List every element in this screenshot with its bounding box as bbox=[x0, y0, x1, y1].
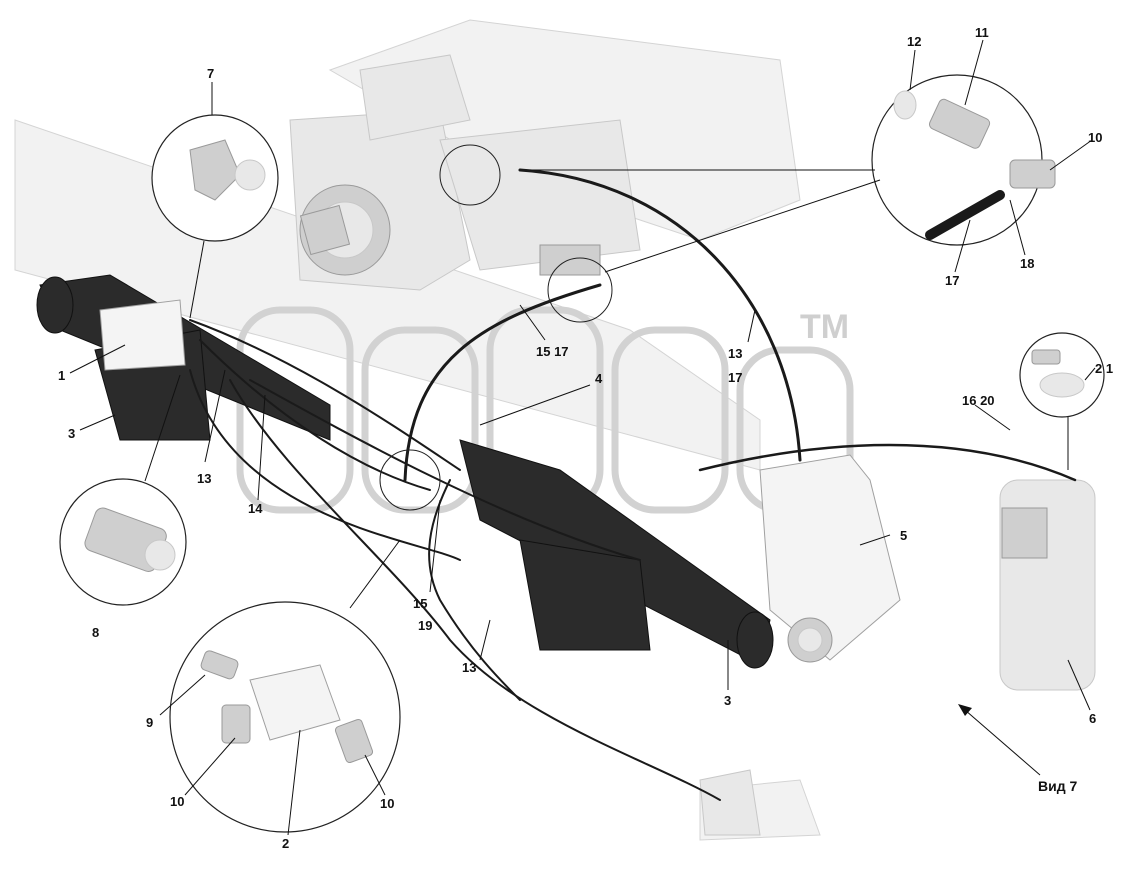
detail-view-7 bbox=[151, 114, 279, 319]
callout-5: 5 bbox=[900, 528, 907, 543]
callout-17-mid: 17 bbox=[728, 370, 742, 385]
view-arrow bbox=[958, 704, 1041, 776]
callout-2: 2 bbox=[282, 836, 289, 851]
detail-view-2 bbox=[169, 539, 401, 833]
left-cylinder bbox=[36, 274, 331, 441]
callout-16-20: 16 20 bbox=[962, 393, 995, 408]
callout-7: 7 bbox=[207, 66, 214, 81]
callout-9: 9 bbox=[146, 715, 153, 730]
callout-17-detail: 17 bbox=[945, 273, 959, 288]
callout-15: 15 bbox=[413, 596, 427, 611]
callout-labels: 1 2 3 3 4 5 6 7 8 9 10 10 10 11 12 13 13… bbox=[58, 25, 1113, 851]
watermark-tm: TM bbox=[800, 308, 849, 346]
view-label: Вид 7 bbox=[1038, 778, 1077, 794]
detail-view-8 bbox=[59, 374, 187, 606]
callout-19: 19 bbox=[418, 618, 432, 633]
callout-18: 18 bbox=[1020, 256, 1034, 271]
distributor-block bbox=[759, 454, 901, 663]
callout-15-17: 15 17 bbox=[536, 344, 569, 359]
detail-view-21 bbox=[1019, 332, 1105, 470]
callout-4: 4 bbox=[595, 371, 603, 386]
callout-10-detail-top: 10 bbox=[1088, 130, 1102, 145]
detail-view-10-11-12 bbox=[530, 74, 1056, 273]
pump-housing bbox=[289, 54, 641, 291]
callout-21: 2 1 bbox=[1095, 361, 1113, 376]
callout-3-left: 3 bbox=[68, 426, 75, 441]
callout-14: 14 bbox=[248, 501, 263, 516]
callout-10-detail-right: 10 bbox=[380, 796, 394, 811]
mini-detail-ring-low bbox=[379, 449, 441, 511]
callout-6: 6 bbox=[1089, 711, 1096, 726]
reservoir bbox=[999, 479, 1096, 691]
callout-10-detail-lower: 10 bbox=[170, 794, 184, 809]
callout-13-left: 13 bbox=[197, 471, 211, 486]
callout-1: 1 bbox=[58, 368, 65, 383]
lower-bracket bbox=[699, 769, 761, 836]
callout-8: 8 bbox=[92, 625, 99, 640]
callout-leaders bbox=[69, 39, 1096, 836]
callout-13-bottom: 13 bbox=[462, 660, 476, 675]
callout-13-mid: 13 bbox=[728, 346, 742, 361]
callout-3-right: 3 bbox=[724, 693, 731, 708]
mini-detail-ring-mid bbox=[547, 257, 613, 323]
callout-12: 12 bbox=[907, 34, 921, 49]
mini-detail-ring-top bbox=[439, 144, 501, 206]
callout-11: 11 bbox=[975, 25, 989, 40]
